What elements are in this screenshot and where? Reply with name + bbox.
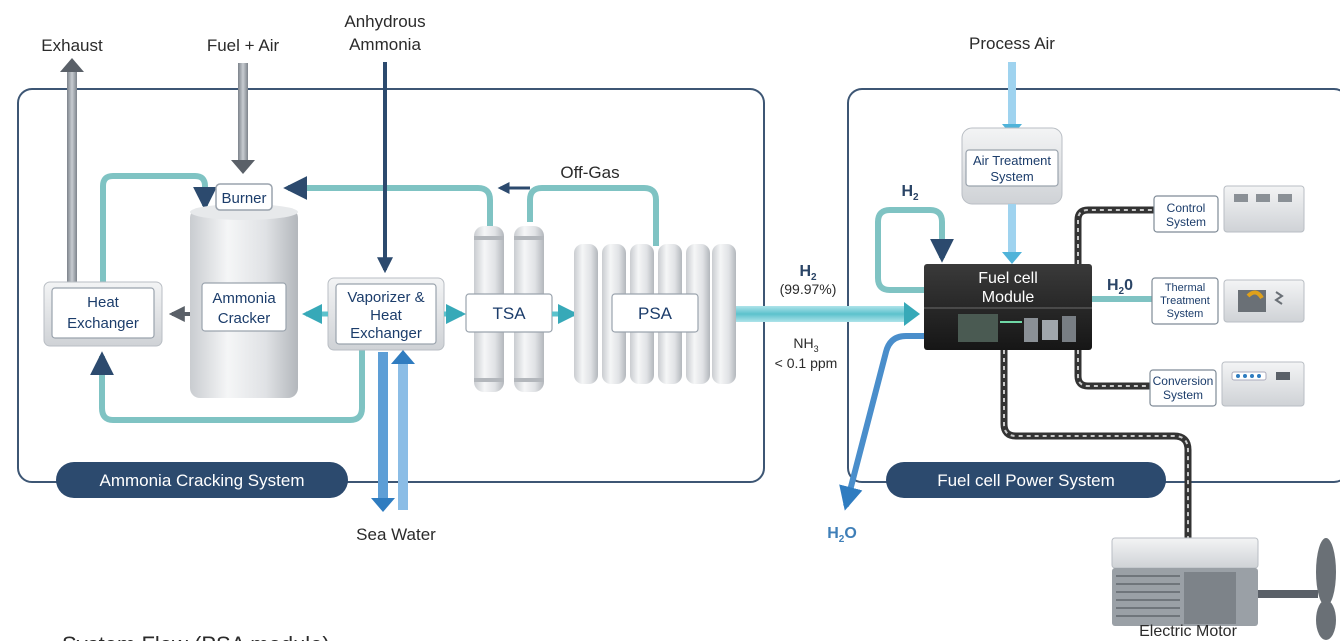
heat-exchanger-left-label-2: Exchanger (67, 315, 139, 332)
top-loop-pipe (100, 173, 217, 286)
h2-transfer-pipe (736, 306, 906, 322)
sea-water-out-arrow-icon (371, 498, 395, 512)
thermal-unit-icon (1223, 279, 1305, 323)
h2-label: H2 (799, 263, 817, 283)
control-system-label-1: Control (1167, 201, 1206, 215)
air-treatment-label-2: System (990, 169, 1033, 184)
burner-label: Burner (221, 190, 266, 207)
h2-transfer-arrow-icon (904, 302, 920, 326)
fuel-air-arrow-icon (231, 160, 255, 174)
tsa-label: TSA (492, 304, 526, 323)
conversion-cable (1074, 350, 1150, 390)
h2o-outflow-label: H2O (827, 525, 857, 545)
thermal-system-label-2: Treatment (1160, 295, 1210, 307)
control-cable (1074, 206, 1156, 264)
air-to-module-arrow-icon (1002, 252, 1022, 264)
h2-recycle-label: H2 (901, 183, 919, 203)
module-label-1: Fuel cell (978, 270, 1038, 287)
bottom-loop-pipe (90, 340, 365, 423)
exhaust-pipe (67, 68, 77, 288)
electric-motor-label: Electric Motor (1139, 623, 1237, 640)
module-label-2: Module (982, 289, 1035, 306)
footer-caption: System Flow (PSA module) (62, 632, 330, 641)
sea-water-label: Sea Water (356, 525, 436, 544)
h2o-outflow-pipe (839, 333, 924, 511)
burner-box (215, 183, 273, 211)
air-treatment-label-box (965, 149, 1059, 187)
ammonia-cracking-banner (56, 462, 348, 498)
exhaust-label: Exhaust (41, 36, 103, 55)
sea-water-pipe-in (398, 360, 408, 510)
vaporizer-label-3: Exchanger (350, 325, 422, 342)
off-gas-label: Off-Gas (560, 163, 619, 182)
h2o-module-label: H20 (1107, 277, 1133, 297)
sea-water-pipe-out (378, 352, 388, 502)
exhaust-arrow-icon (60, 58, 84, 72)
fuel-air-label: Fuel + Air (207, 36, 280, 55)
air-to-module-pipe (1008, 204, 1016, 256)
fuel-cell-title: Fuel cell Power System (937, 471, 1115, 490)
psa-label: PSA (638, 304, 673, 323)
fuel-cell-banner (886, 462, 1166, 498)
ammonia-cracking-panel (17, 88, 765, 483)
conversion-system-label-box (1149, 369, 1217, 407)
fuel-air-pipe (238, 63, 248, 163)
h2-recycle-loop (875, 207, 954, 293)
electric-motor-icon (1111, 537, 1336, 640)
vaporizer-label-2: Heat (370, 307, 403, 324)
conversion-system-label-2: System (1163, 388, 1203, 402)
nh3-limit-label: < 0.1 ppm (775, 355, 838, 371)
thermal-pipe (1092, 296, 1152, 302)
off-gas-pipe (527, 185, 659, 246)
air-treatment-label-1: Air Treatment (973, 153, 1051, 168)
heat-exchanger-left-label-box (51, 287, 155, 339)
module-internals (958, 314, 1076, 342)
cracker-label-box (201, 282, 287, 332)
tsa-to-burner-pipe (283, 176, 493, 228)
cracker-label-1: Ammonia (212, 290, 276, 307)
nh3-label: NH3 (793, 335, 818, 354)
motor-cable (1000, 350, 1192, 546)
anhydrous-ammonia-label-2: Ammonia (349, 35, 421, 54)
thermal-system-label-3: System (1167, 308, 1204, 320)
conversion-unit-icon (1221, 361, 1305, 407)
control-system-label-2: System (1166, 215, 1206, 229)
heat-exchanger-left-label-1: Heat (87, 294, 120, 311)
control-system-label-box (1153, 195, 1219, 233)
cracker-label-2: Cracker (218, 310, 271, 327)
thermal-system-label-1: Thermal (1165, 282, 1205, 294)
anhydrous-ammonia-label-1: Anhydrous (344, 12, 425, 31)
conversion-system-label-1: Conversion (1153, 374, 1214, 388)
h2-purity-label: (99.97%) (780, 281, 837, 297)
sea-water-in-arrow-icon (391, 350, 415, 364)
thermal-system-label-box (1151, 277, 1219, 325)
control-cabinet-icon (1223, 185, 1305, 233)
process-air-pipe (1008, 62, 1016, 132)
psa-label-box (611, 293, 699, 333)
vaporizer-label-1: Vaporizer & (347, 289, 424, 306)
process-air-label: Process Air (969, 34, 1055, 53)
vaporizer-label-box (335, 283, 437, 345)
ammonia-cracking-title: Ammonia Cracking System (99, 471, 304, 490)
